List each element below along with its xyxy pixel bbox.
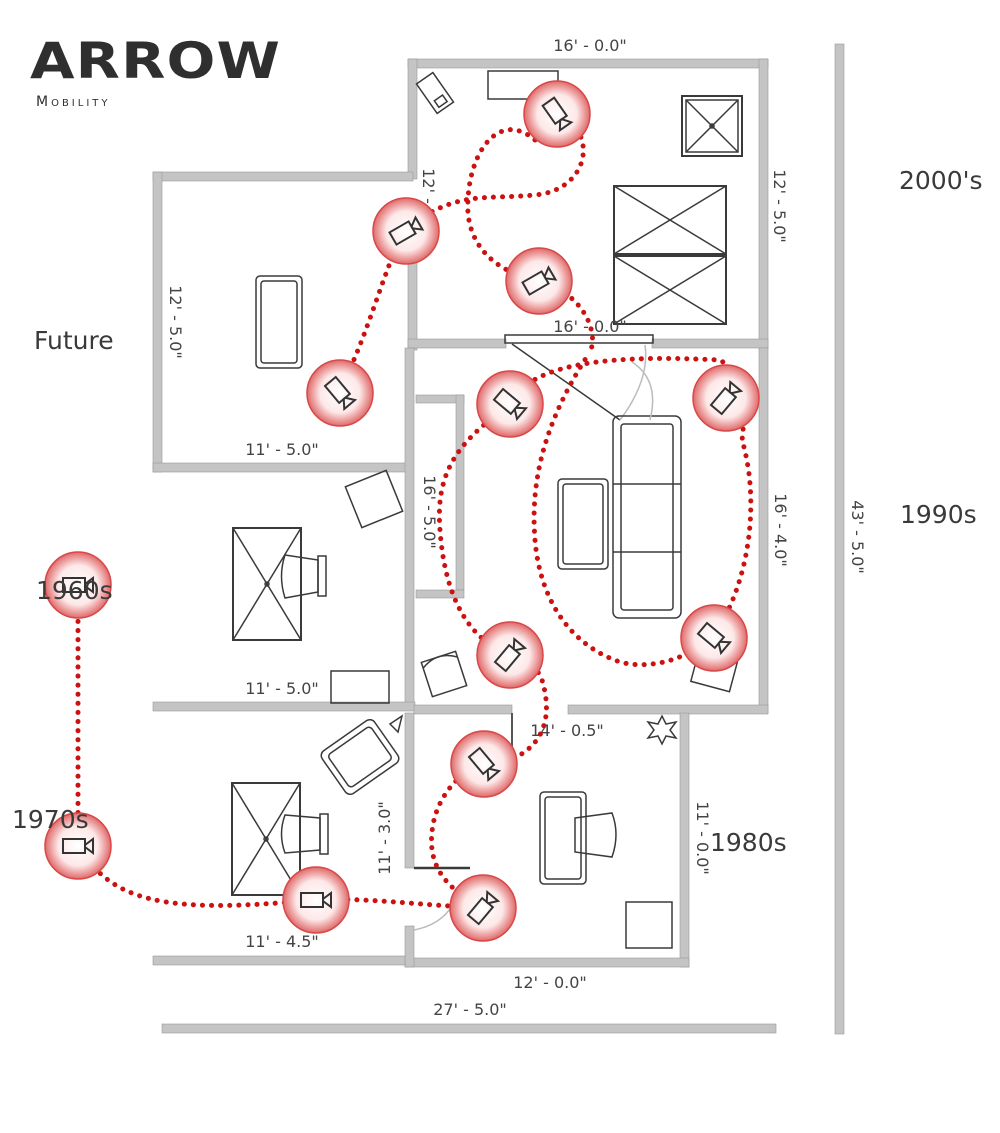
video-camera-icon bbox=[282, 866, 350, 934]
era-1990s-label: 1990s bbox=[900, 500, 977, 529]
video-camera-icon bbox=[523, 80, 591, 148]
dim-room80-width: 12' - 0.0" bbox=[513, 973, 587, 992]
dim-top-right-height: 12' - 5.0" bbox=[770, 169, 789, 243]
dim-overall-width: 27' - 5.0" bbox=[433, 1000, 507, 1019]
video-camera-icon bbox=[450, 730, 518, 798]
dim-mid-top-width: 16' - 0.0" bbox=[553, 317, 627, 336]
appliance-icon bbox=[415, 71, 455, 115]
video-camera-icon bbox=[44, 812, 112, 880]
video-camera-icon bbox=[476, 370, 544, 438]
era-future-label: Future bbox=[34, 326, 114, 355]
dimension-labels: 16' - 0.0" 12' - 5.0" 12' - 5.0" 16' - 0… bbox=[166, 36, 867, 1019]
dim-living-height: 16' - 4.0" bbox=[771, 493, 790, 567]
dim-room70-height: 11' - 3.0" bbox=[375, 801, 394, 875]
dim-room60-width: 11' - 5.0" bbox=[245, 679, 319, 698]
logo-wordmark: ARROW bbox=[30, 32, 282, 90]
dim-room80-height: 11' - 0.0" bbox=[693, 801, 712, 875]
era-1980s-label: 1980s bbox=[710, 828, 787, 857]
video-camera-icon bbox=[680, 604, 748, 672]
video-camera-icon bbox=[44, 551, 112, 619]
walls bbox=[152, 43, 845, 1035]
dim-overall-height: 43' - 5.0" bbox=[848, 500, 867, 574]
dim-top-width: 16' - 0.0" bbox=[553, 36, 627, 55]
dim-future-height: 12' - 5.0" bbox=[166, 285, 185, 359]
video-camera-icon bbox=[372, 197, 440, 265]
plant-icon bbox=[646, 714, 678, 746]
furniture bbox=[231, 70, 743, 949]
dim-future-width: 11' - 5.0" bbox=[245, 440, 319, 459]
dim-room70-width: 11' - 4.5" bbox=[245, 932, 319, 951]
video-camera-icon bbox=[449, 874, 517, 942]
era-1960s-label: 1960s bbox=[36, 576, 113, 605]
era-2000s-label: 2000's bbox=[899, 166, 983, 195]
tour-path bbox=[75, 110, 754, 911]
logo-subtitle: Mobility bbox=[36, 94, 111, 110]
dim-doorway-width: 14' - 0.5" bbox=[530, 721, 604, 740]
video-camera-icon bbox=[692, 364, 760, 432]
video-camera-icon bbox=[476, 621, 544, 689]
arrow-mobility-logo: ARROW Mobility bbox=[30, 36, 280, 116]
dim-hall-height: 16' - 5.0" bbox=[420, 475, 439, 549]
camera-markers bbox=[44, 80, 760, 942]
video-camera-icon bbox=[306, 359, 374, 427]
era-1970s-label: 1970s bbox=[12, 805, 89, 834]
video-camera-icon bbox=[505, 247, 573, 315]
